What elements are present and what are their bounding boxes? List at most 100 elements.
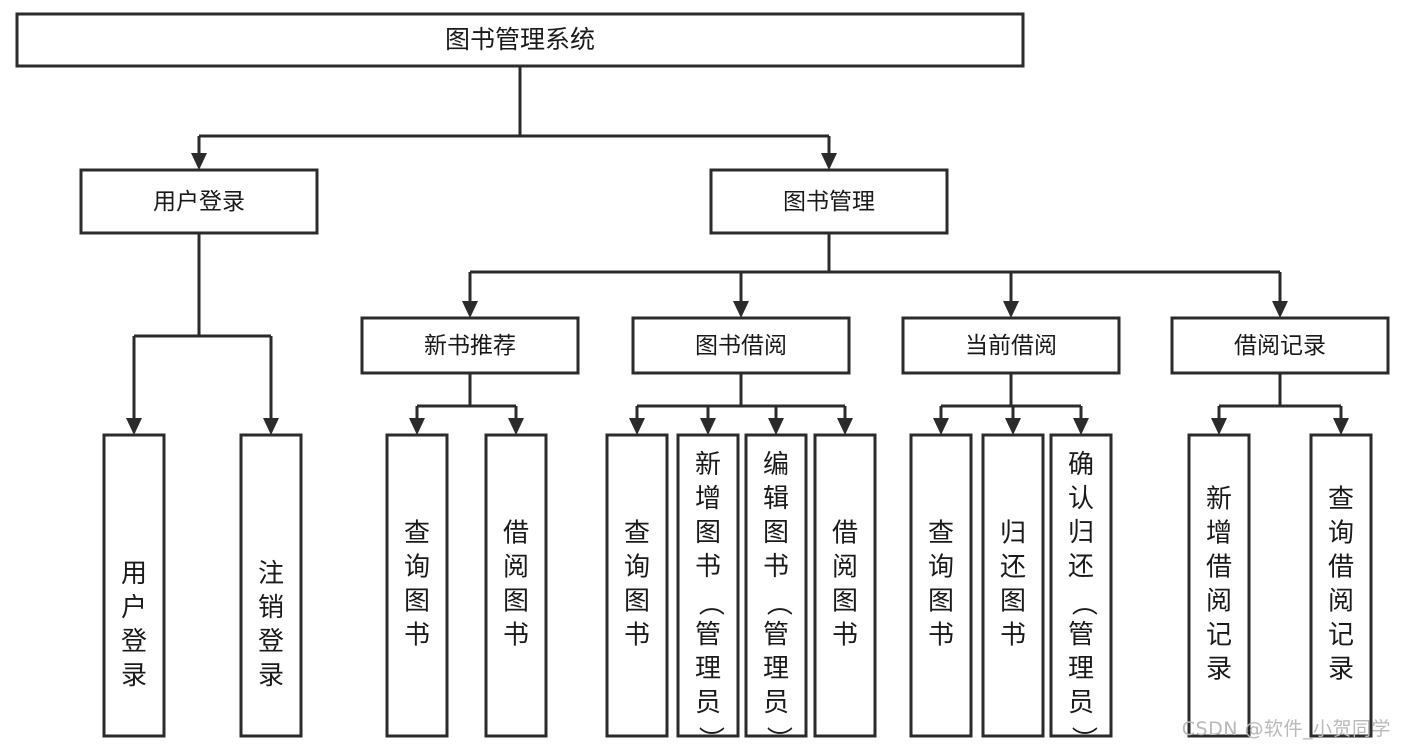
svg-text:阅: 阅	[1206, 587, 1232, 617]
svg-text:辑: 辑	[763, 484, 789, 514]
node-root-system-label: 图书管理系统	[445, 25, 595, 54]
link-bm-current-borrow-arrowhead	[1003, 301, 1019, 318]
node-leaf-add-record-rect	[1187, 433, 1251, 738]
svg-text:借: 借	[832, 519, 858, 549]
node-current-borrow[interactable]: 当前借阅	[901, 316, 1121, 375]
svg-text:图: 图	[624, 587, 650, 617]
link-bm-new-book-recommend-arrowhead	[462, 301, 478, 318]
node-root-system-rect	[15, 12, 1025, 68]
svg-text:户: 户	[121, 593, 147, 623]
node-new-book-recommend[interactable]: 新书推荐	[360, 316, 580, 375]
svg-text:书: 书	[503, 621, 529, 651]
node-book-borrow-rect	[631, 316, 851, 375]
node-leaf-confirm-return-rect	[1049, 433, 1113, 738]
svg-text:查: 查	[1328, 485, 1354, 515]
node-current-borrow-label: 当前借阅	[965, 333, 1057, 359]
node-leaf-query-book-1-rect	[385, 433, 449, 738]
svg-text:管: 管	[763, 620, 789, 650]
svg-text:阅: 阅	[832, 553, 858, 583]
link-book-borrow-leaf-borrow-book-2-arrowhead	[837, 418, 853, 435]
node-new-book-recommend-rect	[360, 316, 580, 375]
node-leaf-borrow-book-2-rect	[813, 433, 877, 738]
node-book-manage[interactable]: 图书管理	[709, 168, 949, 235]
svg-text:增: 增	[1206, 519, 1232, 549]
link-new-book-recommend-leaf-borrow-book-1-arrowhead	[508, 418, 524, 435]
node-leaf-query-book-3-rect	[909, 433, 973, 738]
node-user-login-rect	[79, 168, 319, 235]
node-leaf-edit-book-rect	[744, 433, 808, 738]
node-borrow-record[interactable]: 借阅记录	[1170, 316, 1390, 375]
node-leaf-query-book-2-rect	[605, 433, 669, 738]
svg-text:图: 图	[1000, 587, 1026, 617]
svg-text:员: 员	[1068, 688, 1094, 718]
svg-text:登: 登	[258, 627, 284, 657]
svg-text:录: 录	[1328, 655, 1354, 685]
link-user-login-leaf-user-logout-arrowhead	[263, 418, 279, 435]
node-leaf-user-login-label: 用户登录	[121, 559, 147, 691]
node-leaf-user-login-rect	[102, 433, 166, 738]
link-book-borrow-leaf-edit-book-arrowhead	[768, 418, 784, 435]
svg-text:销: 销	[258, 593, 284, 623]
node-book-borrow[interactable]: 图书借阅	[631, 316, 851, 375]
svg-text:确: 确	[1068, 450, 1094, 480]
svg-text:询: 询	[928, 553, 954, 583]
svg-text:查: 查	[404, 519, 430, 549]
svg-text:图: 图	[404, 587, 430, 617]
link-bm-book-borrow-arrowhead	[733, 301, 749, 318]
svg-text:增: 增	[695, 484, 721, 514]
connector-links	[126, 66, 1349, 435]
svg-text:注: 注	[258, 559, 284, 589]
link-current-borrow-leaf-confirm-return-arrowhead	[1073, 418, 1089, 435]
node-user-login[interactable]: 用户登录	[79, 168, 319, 235]
svg-text:录: 录	[258, 661, 284, 691]
link-current-borrow-leaf-return-book-arrowhead	[1005, 418, 1021, 435]
svg-text:（: （	[1068, 590, 1098, 616]
node-leaf-user-login[interactable]: 用户登录	[102, 433, 166, 738]
svg-text:书: 书	[404, 621, 430, 651]
svg-text:借: 借	[1206, 553, 1232, 583]
svg-text:（: （	[763, 590, 793, 616]
svg-text:员: 员	[763, 688, 789, 718]
link-borrow-record-leaf-query-record-arrowhead	[1333, 418, 1349, 435]
svg-text:图: 图	[503, 587, 529, 617]
node-book-manage-label: 图书管理	[783, 189, 875, 215]
node-book-borrow-label: 图书借阅	[695, 333, 787, 359]
link-book-borrow-leaf-query-book-2-arrowhead	[629, 418, 645, 435]
node-leaf-user-logout-rect	[239, 433, 303, 738]
svg-text:）: ）	[763, 726, 793, 747]
link-borrow-record-leaf-add-record-arrowhead	[1211, 418, 1227, 435]
svg-text:登: 登	[121, 627, 147, 657]
svg-text:认: 认	[1068, 484, 1094, 514]
link-book-borrow-leaf-add-book-arrowhead	[700, 418, 716, 435]
svg-text:录: 录	[1206, 655, 1232, 685]
link-root-user-login-arrowhead	[191, 153, 207, 170]
node-user-login-label: 用户登录	[153, 189, 245, 215]
svg-text:图: 图	[695, 518, 721, 548]
node-leaf-query-record-rect	[1309, 433, 1373, 738]
svg-text:管: 管	[1068, 620, 1094, 650]
node-root-system[interactable]: 图书管理系统	[15, 12, 1025, 68]
node-new-book-recommend-label: 新书推荐	[424, 333, 516, 359]
node-boxes: 图书管理系统用户登录图书管理新书推荐图书借阅当前借阅借阅记录用户登录注销登录查询…	[15, 12, 1390, 747]
svg-text:图: 图	[763, 518, 789, 548]
